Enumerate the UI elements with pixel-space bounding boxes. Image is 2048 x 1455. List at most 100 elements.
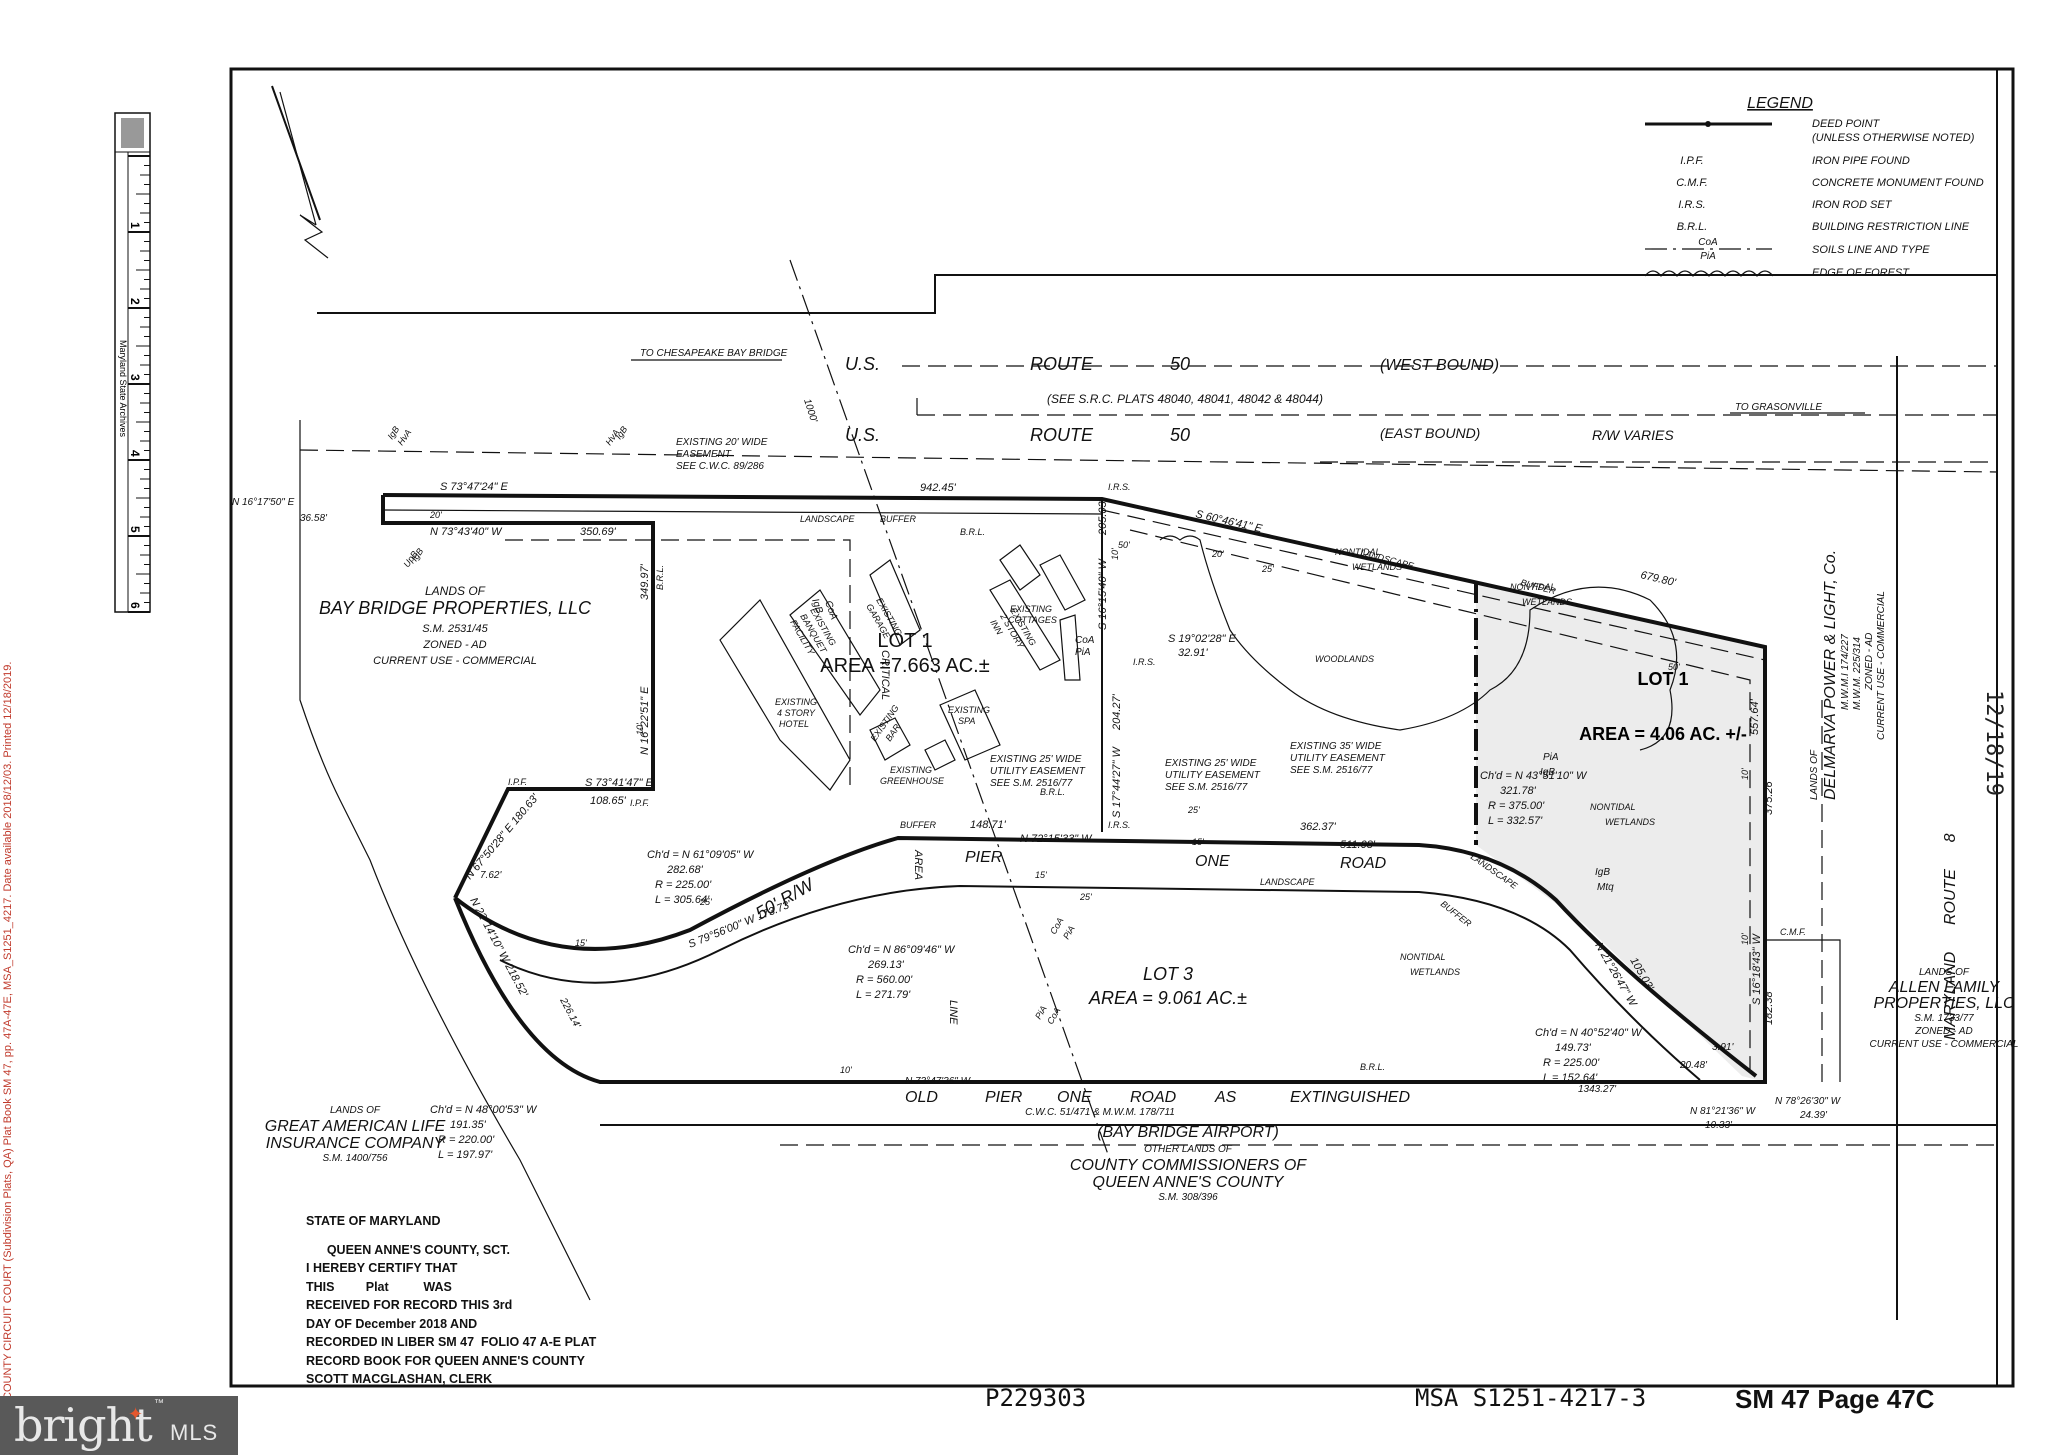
sheet-border	[229, 67, 2015, 1388]
certificate-line: SCOTT MACGLASHAN, CLERK	[306, 1372, 493, 1386]
buffer-label: BUFFER	[1439, 899, 1474, 929]
logo-tm: ™	[154, 1398, 164, 1409]
woodlands-label: WOODLANDS	[1315, 654, 1374, 664]
distance-label: 10.33'	[1705, 1120, 1733, 1131]
irs-label: I.R.S.	[1108, 482, 1131, 492]
curve-data-label: R = 375.00'	[1488, 800, 1545, 812]
ruler-number: 5	[128, 526, 142, 533]
parcel-text: S.M. 308/396	[1158, 1192, 1218, 1203]
critical-area-label: LINE	[947, 1000, 959, 1025]
parcel-text: S.M. 1400/756	[322, 1153, 387, 1164]
parcel-text: OTHER LANDS OF	[1144, 1144, 1233, 1155]
road-label: ONE	[1195, 853, 1230, 870]
setback-label: 25'	[1079, 892, 1092, 902]
direction-label: TO GRASONVILLE	[1735, 402, 1822, 413]
route-label: ROUTE	[1030, 354, 1094, 374]
parcel-text: M.W.M. 225/314	[1852, 637, 1863, 710]
buffer-label: BUFFER	[900, 820, 937, 830]
certificate-line	[306, 1231, 596, 1241]
distance-label: 24.39'	[1799, 1110, 1828, 1121]
soil-label: Mtq	[1597, 882, 1614, 893]
lot-1-old-area: AREA =7.663 AC.±	[820, 655, 989, 677]
bearing-label: N 73°47'36" W	[905, 1076, 972, 1087]
parcel-text: ZONED - AD	[1914, 1026, 1972, 1037]
parcel-great-american: LANDS OF GREAT AMERICAN LIFE INSURANCE C…	[265, 1105, 446, 1164]
soil-label: IgB	[1595, 867, 1610, 878]
easement-label: UTILITY EASEMENT	[990, 766, 1086, 777]
easement-label: UTILITY EASEMENT	[1290, 753, 1386, 764]
setback-label: 25'	[1261, 564, 1274, 574]
landscape-label: LANDSCAPE	[800, 514, 856, 524]
parcel-text: CURRENT USE - COMMERCIAL	[1870, 1039, 2019, 1050]
wetlands-label: WETLANDS	[1522, 597, 1572, 607]
distance-label: 108.65'	[590, 795, 627, 807]
legend-desc: SOILS LINE AND TYPE	[1812, 244, 1930, 256]
page-reference: SM 47 Page 47C	[1735, 1384, 1935, 1414]
irs-label: I.R.S.	[1133, 657, 1156, 667]
bearing-label: S 73°47'24" E	[440, 481, 509, 493]
road-label: PIER	[985, 1089, 1023, 1106]
route-50: TO CHESAPEAKE BAY BRIDGE TO GRASONVILLE …	[299, 259, 1998, 1161]
wetlands-label: NONTIDAL	[1510, 582, 1556, 592]
property-boundaries	[299, 356, 1997, 1320]
recording-certificate: STATE OF MARYLAND QUEEN ANNE'S COUNTY, S…	[306, 1212, 596, 1389]
brl-label: B.R.L.	[655, 565, 665, 590]
distance-label: 375.26'	[1763, 778, 1775, 815]
distance-label: 349.97'	[639, 563, 651, 600]
curve-data-label: R = 560.00'	[856, 974, 913, 986]
certificate-line: I HEREBY CERTIFY THAT	[306, 1261, 458, 1275]
parcel-text: M.W.M.I 174/227	[1840, 634, 1851, 710]
setback-label: 50'	[1668, 662, 1680, 672]
road-label: ONE	[1057, 1089, 1092, 1106]
lot-3-area: AREA = 9.061 AC.±	[1088, 988, 1247, 1008]
ruler-number: 6	[128, 602, 142, 609]
curve-data-label: R = 220.00'	[438, 1134, 495, 1146]
curve-data-label: 191.35'	[450, 1119, 487, 1131]
maryland-route-8-label: MARYLAND ROUTE 8	[1942, 833, 1959, 1040]
curve-data-label: 149.73'	[1555, 1042, 1592, 1054]
easement-label: SEE S.M. 2516/77	[1165, 782, 1248, 793]
distance-label: 350.69'	[580, 526, 617, 538]
curve-data-label: Ch'd = N 43°51'10" W	[1480, 770, 1588, 782]
distance-label: 3.91'	[1712, 1042, 1734, 1053]
curve-data-label: 321.78'	[1500, 785, 1537, 797]
certificate-line: STATE OF MARYLAND	[306, 1214, 441, 1228]
distance-label: 362.37'	[1300, 821, 1337, 833]
setback-label: 50'	[1118, 540, 1130, 550]
curve-data-label: L = 197.97'	[438, 1149, 493, 1161]
dimension-label: 1000'	[801, 398, 819, 425]
easement-label: SEE S.M. 2516/77	[1290, 765, 1373, 776]
legend-title: LEGEND	[1747, 95, 1813, 112]
msa-stamp-number: MSA S1251-4217-3	[1415, 1384, 1647, 1412]
landscape-label: LANDSCAPE	[1260, 877, 1316, 887]
route-label: (SEE S.R.C. PLATS 48040, 48041, 48042 & …	[1047, 392, 1323, 406]
critical-area-label: AREA	[912, 849, 924, 880]
north-arrow-icon	[271, 85, 329, 259]
logo-word: bright	[14, 1398, 153, 1452]
soil-label: PiA	[1075, 647, 1091, 658]
road-label: PIER	[965, 849, 1003, 866]
curve-data-label: R = 225.00'	[1543, 1057, 1600, 1069]
building-label: GREENHOUSE	[880, 776, 945, 786]
bearing-label: N 78°26'30" W	[1775, 1096, 1842, 1107]
legend-desc: IRON ROD SET	[1812, 199, 1893, 211]
setback-label: 10'	[635, 723, 645, 735]
legend-symbol: I.P.F.	[1680, 155, 1703, 167]
curve-data-label: L = 332.57'	[1488, 815, 1543, 827]
parcel-text: CURRENT USE - COMMERCIAL	[1876, 591, 1887, 740]
easement-label: EXISTING 25' WIDE	[1165, 758, 1257, 769]
distance-label: 205.03'	[1097, 498, 1109, 536]
brl-label: B.R.L.	[960, 527, 985, 537]
legend-desc: IRON PIPE FOUND	[1812, 155, 1910, 167]
easement-label: EXISTING 35' WIDE	[1290, 741, 1382, 752]
handwritten-date: 12/18/19	[1981, 690, 2006, 796]
wetlands-label: NONTIDAL	[1400, 952, 1446, 962]
soil-label: IgB	[809, 597, 825, 615]
route-label: ROUTE	[1030, 425, 1094, 445]
distance-label: 942.45'	[920, 482, 957, 494]
parcel-owner: INSURANCE COMPANY	[266, 1135, 446, 1152]
legend-desc: BUILDING RESTRICTION LINE	[1812, 221, 1970, 233]
forest-edge	[1159, 535, 1678, 751]
legend-desc: EDGE OF FOREST	[1812, 267, 1910, 279]
ipf-label: I.P.F.	[508, 777, 527, 787]
